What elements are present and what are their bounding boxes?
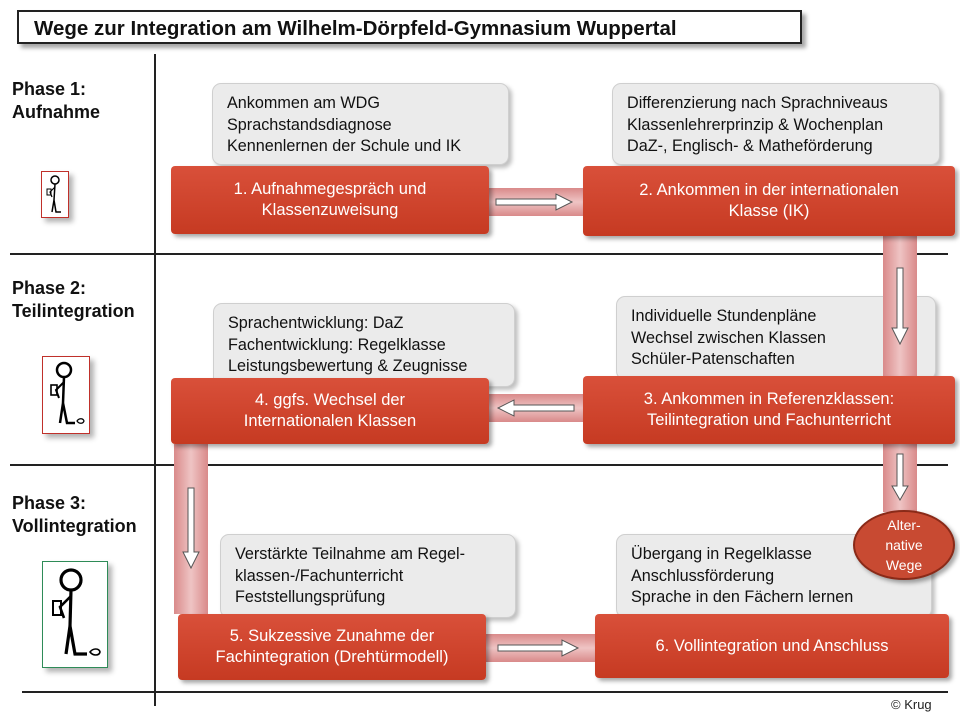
phase-1-label: Phase 1:Aufnahme xyxy=(12,79,101,122)
phase-column-divider xyxy=(154,54,156,706)
phase-2-label: Phase 2:Teilintegration xyxy=(12,278,135,321)
step-3-box: 3. Ankommen in Referenzklassen:Teilinteg… xyxy=(583,376,955,444)
phase-divider-1 xyxy=(10,253,948,255)
stick-figure-medium-icon xyxy=(50,361,85,425)
figure-card-phase-2 xyxy=(42,356,90,434)
arrow-down-icon xyxy=(891,453,909,502)
phase-divider-2 xyxy=(10,464,948,466)
phase-3-label: Phase 3:Vollintegration xyxy=(12,493,137,536)
arrow-left-icon xyxy=(496,399,575,417)
arrow-down-icon xyxy=(891,267,909,346)
step-6-box: 6. Vollintegration und Anschluss xyxy=(595,614,949,678)
copyright-text: © Krug xyxy=(891,697,932,712)
info-box-step-5: Verstärkte Teilnahme am Regel-klassen-/F… xyxy=(220,534,516,618)
arrow-down-icon xyxy=(182,487,200,570)
stick-figure-large-icon xyxy=(52,568,101,656)
bottom-divider xyxy=(22,691,948,693)
stick-figure-small-icon xyxy=(46,175,61,213)
diagram-title: Wege zur Integration am Wilhelm-Dörpfeld… xyxy=(17,10,802,44)
figure-card-phase-1 xyxy=(41,171,69,218)
arrow-right-icon xyxy=(497,639,580,657)
arrow-right-icon xyxy=(495,193,574,211)
figure-card-phase-3 xyxy=(42,561,108,668)
